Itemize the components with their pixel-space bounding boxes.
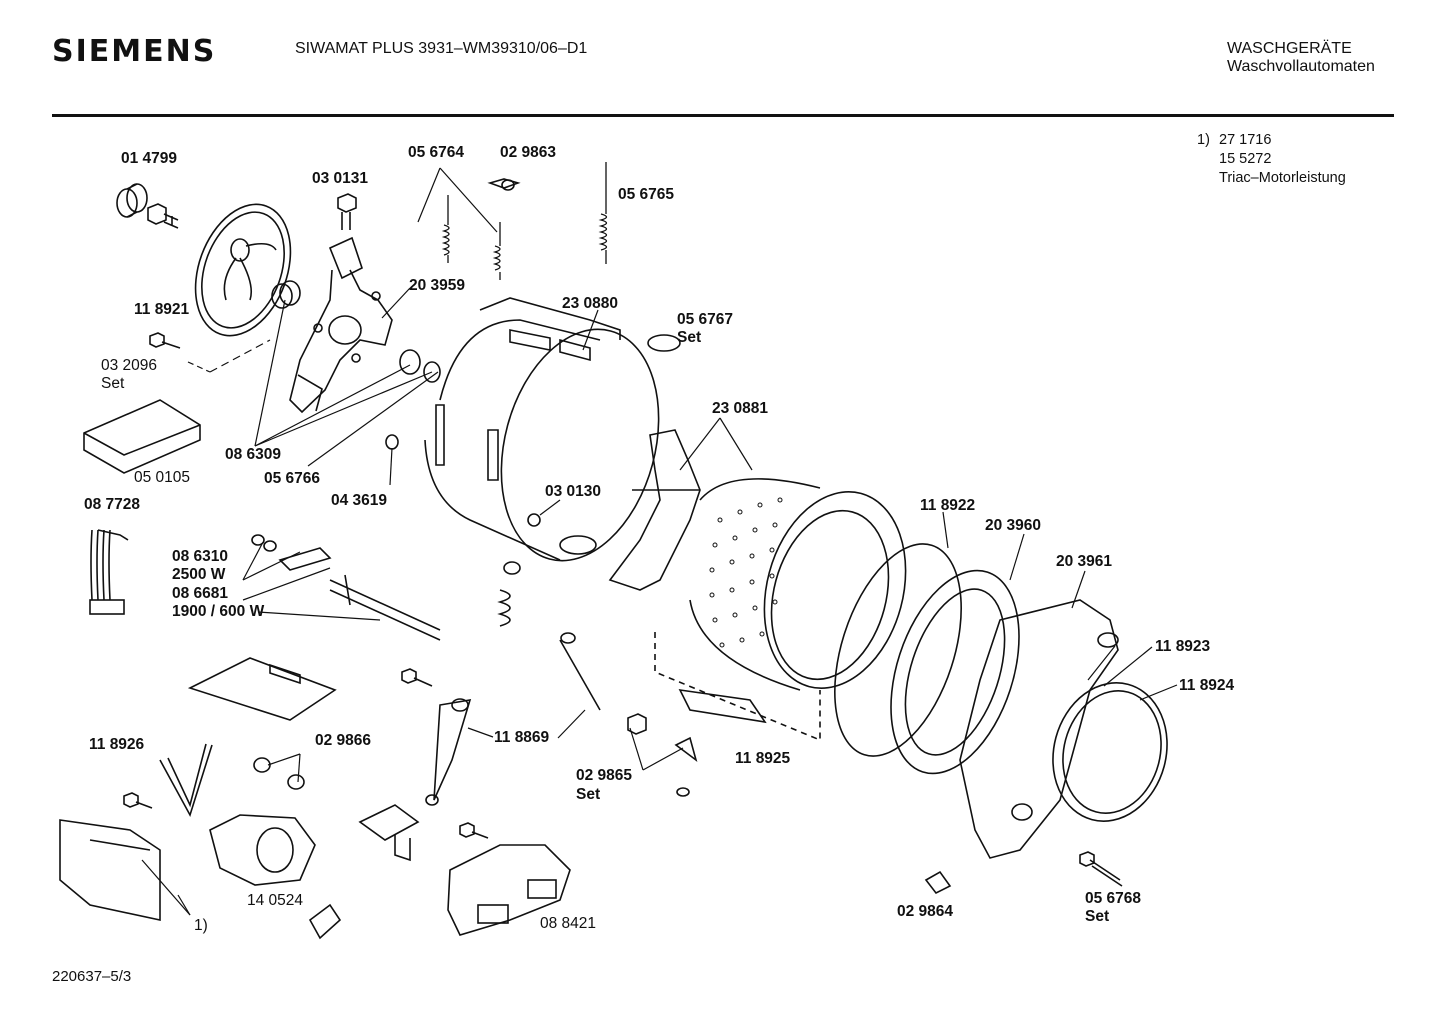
part-label-203960: 20 3960	[985, 517, 1042, 534]
model-title: SIWAMAT PLUS 3931–WM39310/06–D1	[295, 40, 588, 57]
part-label-056767: 05 6767	[677, 311, 734, 328]
control-module-050105	[83, 399, 201, 474]
footnote-line-2: 15 5272	[1219, 151, 1272, 167]
gasket-118922	[834, 543, 962, 757]
bracket-triangle	[308, 903, 342, 940]
spring-clip-029863	[487, 178, 521, 191]
part-label-203959: 20 3959	[409, 277, 466, 294]
drive-pulley	[194, 203, 292, 337]
front-ring-203960	[890, 569, 1020, 775]
clip-056767	[647, 334, 681, 352]
part-label-2500w: 2500 W	[172, 566, 226, 583]
cover-plate	[187, 657, 337, 721]
part-label-014799: 01 4799	[121, 150, 178, 167]
bracket-small	[358, 804, 420, 862]
document-id: 220637–5/3	[52, 968, 132, 985]
part-label-086309: 08 6309	[225, 446, 282, 463]
part-label-118922: 11 8922	[920, 497, 976, 514]
part-label-050105: 05 0105	[134, 469, 191, 486]
part-label-140524: 14 0524	[247, 892, 304, 909]
mounting-bracket	[289, 236, 393, 414]
bearing-056766	[399, 349, 441, 383]
pump-088421	[447, 844, 571, 936]
category: WASCHGERÄTE	[1227, 40, 1352, 57]
filter-118925	[678, 688, 767, 724]
drum-spider	[608, 429, 701, 591]
pressure-hose	[497, 561, 521, 627]
part-label-118925: 11 8925	[735, 750, 791, 767]
part-label-1900w: 1900 / 600 W	[172, 603, 265, 620]
bushings-029866	[253, 757, 305, 790]
bolt-029865	[627, 713, 698, 797]
spring-middle	[492, 222, 501, 280]
front-tub-203961	[959, 599, 1119, 859]
rear-tub	[424, 297, 660, 562]
part-label-118921: 11 8921	[134, 301, 190, 318]
leader-lines	[141, 167, 1178, 916]
pcb-module	[59, 819, 161, 921]
part-label-056764: 05 6764	[408, 144, 465, 161]
part-label-029865: 02 9865	[576, 767, 633, 784]
part-label-056766: 05 6766	[264, 470, 321, 487]
wiring-087728	[89, 529, 129, 615]
part-label-032096: 03 2096	[101, 357, 158, 374]
bolt-top-left	[147, 203, 179, 229]
spring-right	[598, 162, 608, 264]
part-label-032096-set: Set	[101, 375, 125, 392]
part-label-118926: 11 8926	[89, 736, 145, 753]
brand-logo: SIEMENS	[52, 34, 217, 69]
part-label-086310: 08 6310	[172, 548, 229, 565]
heater-element	[278, 547, 441, 641]
part-label-087728: 08 7728	[84, 496, 141, 513]
part-label-029863: 02 9863	[500, 144, 557, 161]
motor-140524	[209, 814, 316, 886]
footnote-line-3: Triac–Motorleistung	[1219, 170, 1346, 186]
part-label-029864: 02 9864	[897, 903, 954, 920]
part-label-056767-set: Set	[677, 329, 702, 346]
nuts-086310	[251, 534, 277, 552]
category-heading: WASCHGERÄTE Waschvollautomaten	[1227, 40, 1375, 76]
footnote-ref: 1)	[1197, 132, 1210, 148]
part-label-118923: 11 8923	[1155, 638, 1211, 655]
part-label-230881: 23 0881	[712, 400, 769, 417]
drum-perforations	[709, 497, 783, 648]
part-label-029865-set: Set	[576, 786, 601, 803]
part-label-230880: 23 0880	[562, 295, 619, 312]
spring-left	[441, 195, 450, 263]
part-label-043619: 04 3619	[331, 492, 388, 509]
header-divider	[52, 114, 1394, 117]
assembly-bracket	[654, 632, 821, 742]
part-label-086681: 08 6681	[172, 585, 229, 602]
part-label-056765: 05 6765	[618, 186, 675, 203]
part-label-030131: 03 0131	[312, 170, 369, 187]
part-label-056768-set: Set	[1085, 908, 1110, 925]
bearing-small-pulley	[271, 280, 301, 309]
door-seal-118924	[1052, 682, 1168, 822]
shock-absorber-118869	[425, 632, 601, 806]
part-label-088421: 08 8421	[540, 915, 597, 932]
part-label-118869: 11 8869	[494, 729, 550, 746]
screw-056768	[1079, 851, 1123, 887]
part-label-056768: 05 6768	[1085, 890, 1142, 907]
part-label-203961: 20 3961	[1056, 553, 1113, 570]
seal-043619	[385, 434, 399, 450]
belt-118926	[159, 743, 213, 818]
bolt-misc	[123, 332, 489, 839]
bolt-030131	[337, 193, 357, 230]
part-label-footnote-ref: 1)	[194, 917, 208, 934]
bearing-ring-top	[116, 183, 148, 218]
inner-drum	[689, 478, 907, 691]
part-label-030130: 03 0130	[545, 483, 602, 500]
part-label-029866: 02 9866	[315, 732, 372, 749]
part-label-118924: 11 8924	[1179, 677, 1235, 694]
subcategory: Waschvollautomaten	[1227, 58, 1375, 75]
footnote-line-1: 27 1716	[1219, 132, 1272, 148]
clamp-029864	[924, 870, 952, 895]
